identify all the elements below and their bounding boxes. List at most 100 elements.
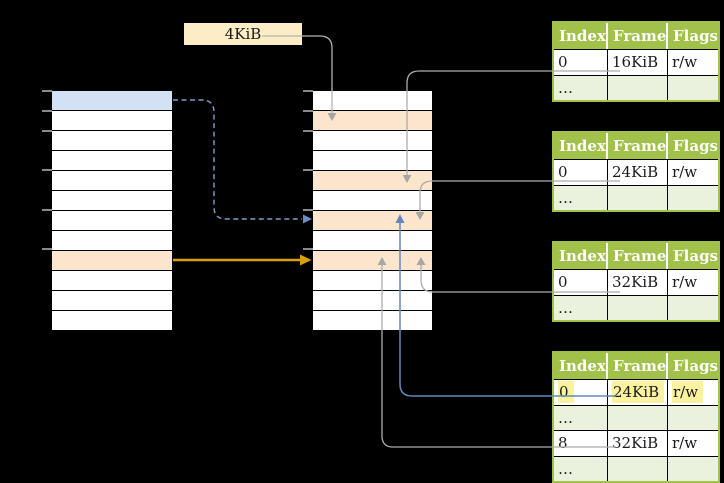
cell-index: … xyxy=(554,456,608,481)
page-table-2: Index Frame Flags 0 24KiB r/w … xyxy=(552,131,720,212)
cell-frame: 32KiB xyxy=(608,270,668,295)
header-flags: Flags xyxy=(673,247,718,265)
address-tick xyxy=(42,110,52,112)
page-table-header: Index Frame Flags xyxy=(554,133,718,159)
virtual-page-cell xyxy=(52,211,172,230)
address-tick xyxy=(42,90,52,92)
page-table-header: Index Frame Flags xyxy=(554,243,718,269)
table-row: … xyxy=(554,74,718,101)
cell-index: 0 xyxy=(554,380,608,405)
physical-memory-column xyxy=(313,91,432,330)
header-index: Index xyxy=(554,23,608,49)
cell-flags: r/w xyxy=(672,163,698,181)
cell-frame xyxy=(608,185,668,210)
address-tick xyxy=(303,90,313,92)
header-index: Index xyxy=(554,353,608,379)
physical-frame-cell xyxy=(313,311,432,330)
address-tick xyxy=(42,130,52,132)
cell-flags xyxy=(668,296,718,321)
address-tick xyxy=(303,209,313,211)
physical-frame-cell xyxy=(313,191,432,210)
physical-frame-cell xyxy=(313,251,432,270)
cell-index: 0 xyxy=(554,270,608,295)
header-frame: Frame xyxy=(608,353,668,379)
address-tick xyxy=(303,169,313,171)
cell-frame xyxy=(608,456,668,481)
arrow-virtual-page8-to-frame-gold xyxy=(173,254,312,266)
table-row: 0 16KiB r/w xyxy=(554,49,718,75)
virtual-page-cell xyxy=(52,91,172,110)
table-row-highlighted: 0 24KiB r/w xyxy=(554,379,718,405)
header-frame: Frame xyxy=(608,243,668,269)
virtual-page-cell xyxy=(52,291,172,310)
physical-frame-cell xyxy=(313,291,432,310)
cell-flags xyxy=(668,76,718,101)
cell-index: … xyxy=(554,185,608,210)
physical-frame-cell xyxy=(313,231,432,250)
cell-frame xyxy=(608,405,668,430)
cell-frame: 16KiB xyxy=(608,50,668,75)
cell-index: … xyxy=(554,295,608,320)
header-frame: Frame xyxy=(608,133,668,159)
table-row: 8 32KiB r/w xyxy=(554,430,718,456)
address-tick xyxy=(42,248,52,250)
header-flags: Flags xyxy=(673,357,718,375)
cell-frame xyxy=(608,295,668,320)
physical-frame-cell xyxy=(313,91,432,110)
header-index: Index xyxy=(554,133,608,159)
table-row: … xyxy=(554,184,718,211)
cell-flags: r/w xyxy=(672,273,698,291)
address-tick xyxy=(42,209,52,211)
page-size-label: 4KiB xyxy=(184,23,302,45)
virtual-page-cell xyxy=(52,111,172,130)
virtual-page-cell xyxy=(52,151,172,170)
address-tick xyxy=(42,169,52,171)
address-tick xyxy=(303,248,313,250)
cell-index: … xyxy=(554,75,608,100)
arrow-virtual-page-to-frame-dashed xyxy=(173,99,312,224)
virtual-page-cell xyxy=(52,251,172,270)
virtual-page-cell xyxy=(52,131,172,150)
table-row: … xyxy=(554,404,718,431)
address-tick xyxy=(303,110,313,112)
virtual-page-cell xyxy=(52,191,172,210)
physical-frame-cell xyxy=(313,131,432,150)
header-index: Index xyxy=(554,243,608,269)
table-row: 0 24KiB r/w xyxy=(554,159,718,185)
cell-frame xyxy=(608,75,668,100)
address-tick xyxy=(303,130,313,132)
page-table-1: Index Frame Flags 0 16KiB r/w … xyxy=(552,21,720,102)
cell-flags xyxy=(668,406,718,431)
cell-frame: 32KiB xyxy=(608,431,668,456)
cell-flags xyxy=(668,186,718,211)
cell-index: 0 xyxy=(554,160,608,185)
cell-index: 0 xyxy=(554,50,608,75)
virtual-memory-column xyxy=(52,91,172,330)
header-flags: Flags xyxy=(673,27,718,45)
cell-index: 8 xyxy=(554,431,608,456)
physical-frame-cell xyxy=(313,171,432,190)
cell-flags xyxy=(668,457,718,482)
virtual-page-cell xyxy=(52,271,172,290)
physical-frame-cell xyxy=(313,271,432,290)
cell-frame: 24KiB xyxy=(608,380,668,405)
cell-flags: r/w xyxy=(668,380,718,405)
cell-flags: r/w xyxy=(672,53,698,71)
cell-frame: 24KiB xyxy=(608,160,668,185)
physical-frame-cell xyxy=(313,111,432,130)
page-table-3: Index Frame Flags 0 32KiB r/w … xyxy=(552,241,720,322)
table-row: … xyxy=(554,294,718,321)
page-table-4: Index Frame Flags 0 24KiB r/w … 8 32KiB … xyxy=(552,351,720,483)
virtual-page-cell xyxy=(52,171,172,190)
table-row: … xyxy=(554,455,718,482)
virtual-page-cell xyxy=(52,311,172,330)
header-flags: Flags xyxy=(673,137,718,155)
table-row: 0 32KiB r/w xyxy=(554,269,718,295)
header-frame: Frame xyxy=(608,23,668,49)
physical-frame-cell xyxy=(313,151,432,170)
cell-index: … xyxy=(554,405,608,430)
page-table-header: Index Frame Flags xyxy=(554,353,718,379)
physical-frame-cell xyxy=(313,211,432,230)
virtual-page-cell xyxy=(52,231,172,250)
